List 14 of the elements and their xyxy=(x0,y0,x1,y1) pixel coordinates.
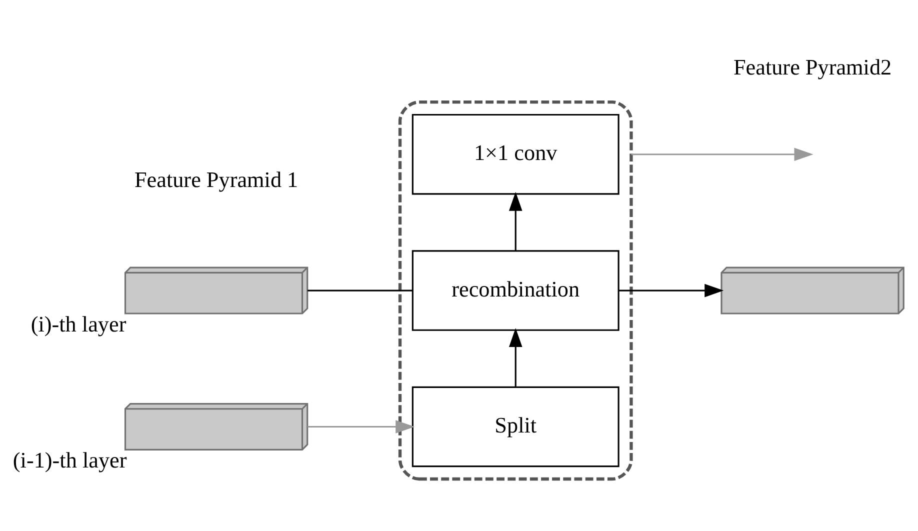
label: Feature Pyramid2 xyxy=(733,54,892,80)
node-label: (i)-th layer xyxy=(30,310,126,336)
connector xyxy=(308,289,412,291)
arrow xyxy=(508,328,522,386)
arrow xyxy=(508,191,522,250)
cluster xyxy=(398,100,633,480)
arrow xyxy=(618,283,724,297)
node-label: (i-1)-th layer xyxy=(12,446,127,472)
label: Feature Pyramid 1 xyxy=(134,166,298,192)
arrow xyxy=(631,147,814,161)
node-box: 1×1 conv xyxy=(412,113,620,194)
arrow xyxy=(308,420,415,433)
node-box: recombination xyxy=(412,250,620,330)
node-box: Split xyxy=(412,386,620,467)
